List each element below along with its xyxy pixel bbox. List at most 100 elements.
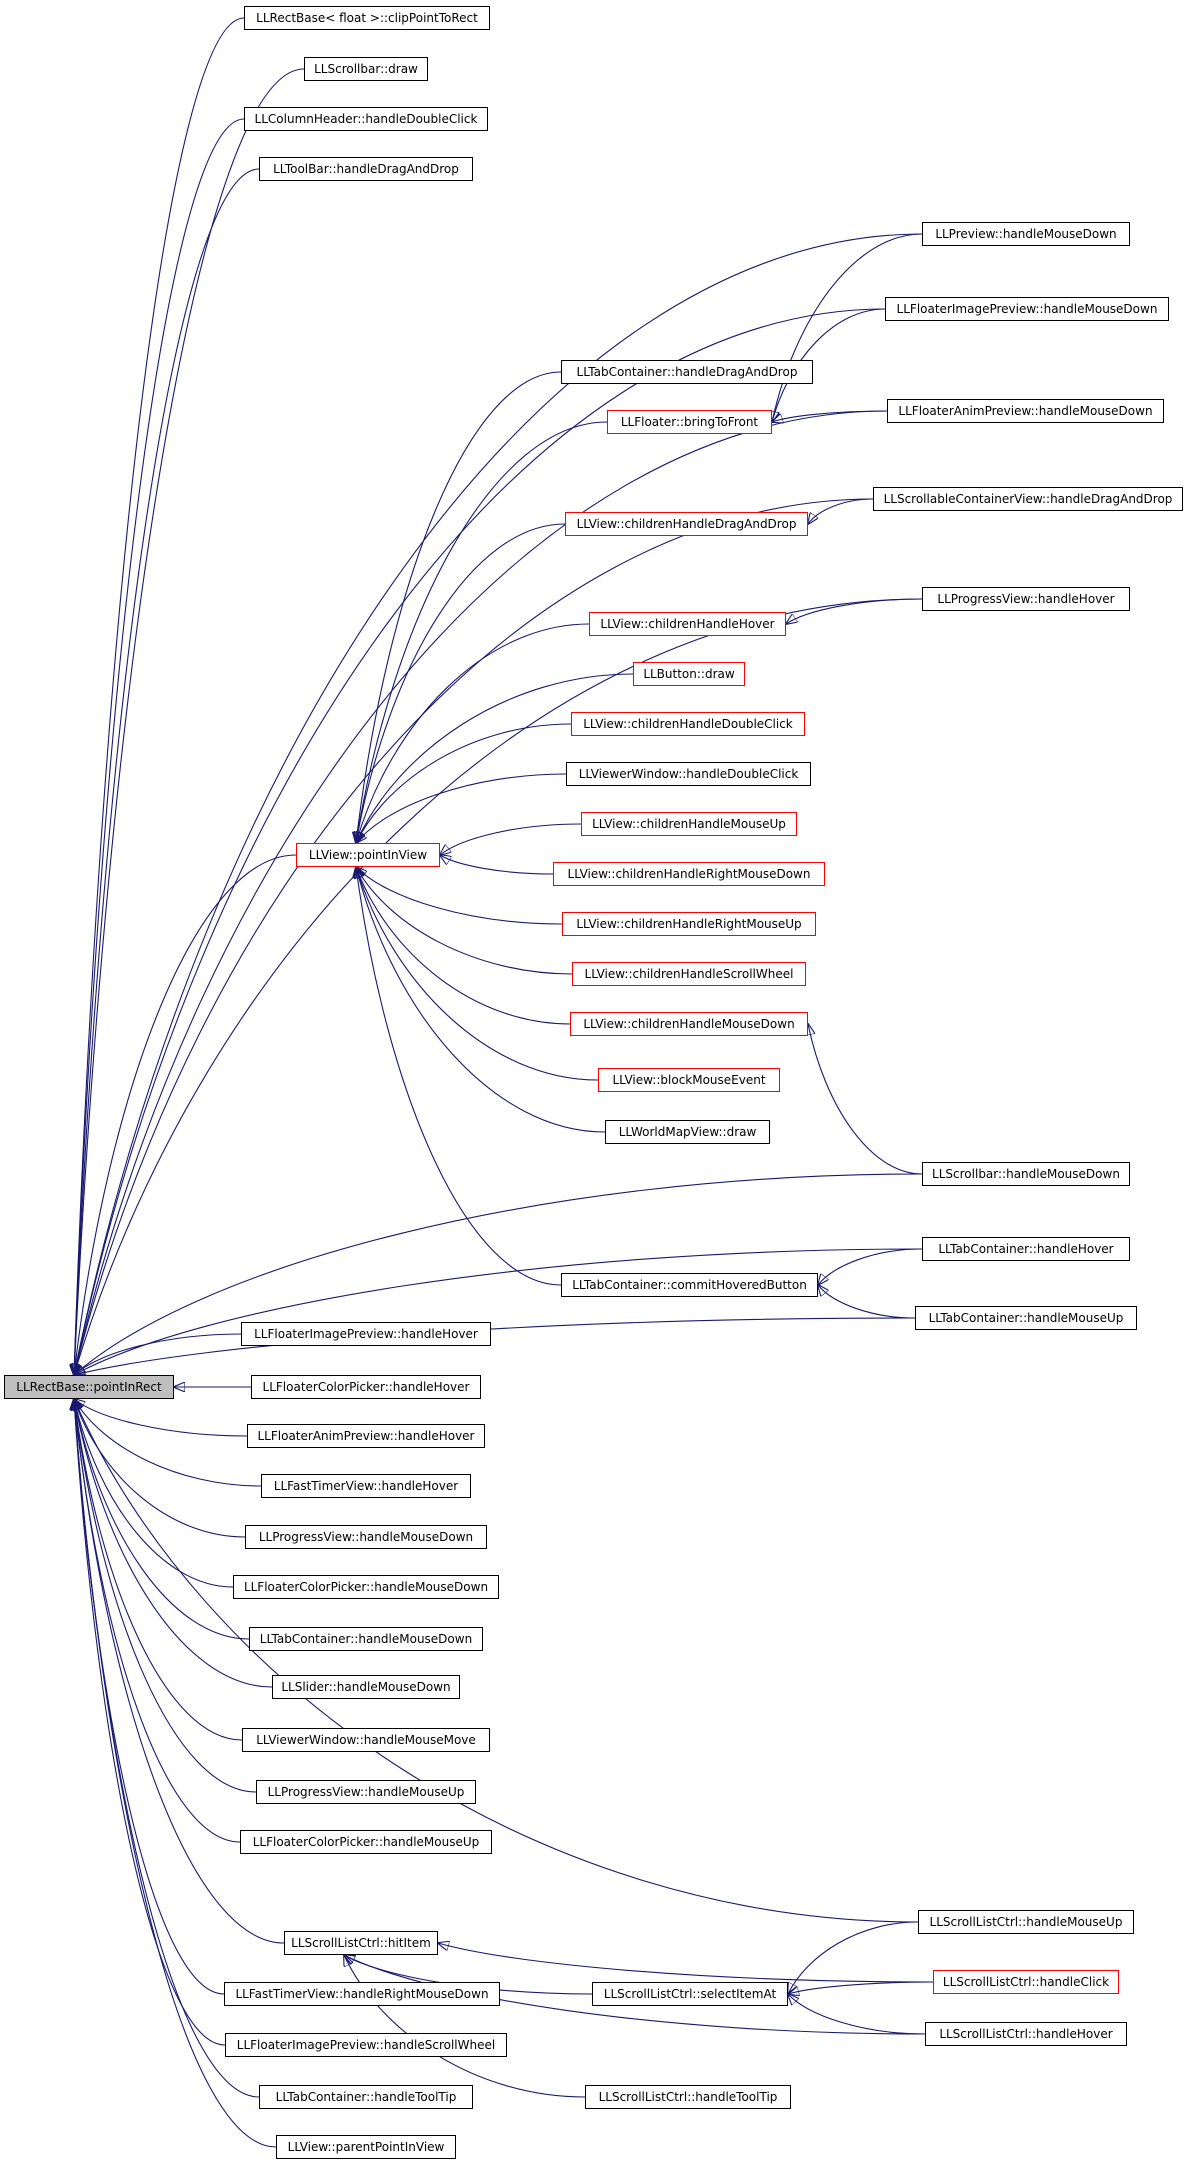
edge-n5-to-n8 xyxy=(772,233,923,422)
node-scrolllistctrl-handlehover[interactable]: LLScrollListCtrl::handleHover xyxy=(925,2022,1127,2046)
node-scrolllistctrl-handletooltip[interactable]: LLScrollListCtrl::handleToolTip xyxy=(585,2085,791,2109)
node-view-childrenhandledraganddrop[interactable]: LLView::childrenHandleDragAndDrop xyxy=(565,512,808,536)
node-view-childrenhandledoubleclick[interactable]: LLView::childrenHandleDoubleClick xyxy=(571,712,805,736)
node-scrolllistctrl-handleclick[interactable]: LLScrollListCtrl::handleClick xyxy=(933,1970,1119,1994)
edge-n20-to-n18 xyxy=(356,867,563,925)
edge-n49-to-root xyxy=(74,1399,277,2148)
node-floater-bringtofront[interactable]: LLFloater::bringToFront xyxy=(607,410,772,434)
edge-n25-to-root xyxy=(74,1173,923,1375)
edge-n23-to-n18 xyxy=(356,867,599,1081)
node-button-draw[interactable]: LLButton::draw xyxy=(633,662,745,686)
edge-n1-to-root xyxy=(74,17,245,1375)
node-rectbase-clippointtorect[interactable]: LLRectBase< float >::clipPointToRect xyxy=(244,6,490,30)
node-progressview-handlemouseup[interactable]: LLProgressView::handleMouseUp xyxy=(256,1780,476,1804)
edge-n24-to-n18 xyxy=(356,867,606,1133)
node-view-childrenhandlemouseup[interactable]: LLView::childrenHandleMouseUp xyxy=(581,812,797,836)
node-view-parentpointinview[interactable]: LLView::parentPointInView xyxy=(276,2135,456,2159)
edge-n27-to-n18 xyxy=(356,867,562,1286)
node-tabcontainer-handlehover[interactable]: LLTabContainer::handleHover xyxy=(922,1237,1130,1261)
edge-n9-to-root xyxy=(74,410,888,1375)
node-view-childrenhandlerightmouseup[interactable]: LLView::childrenHandleRightMouseUp xyxy=(562,912,816,936)
edge-n5-to-root xyxy=(74,233,923,1375)
edge-n8-to-n18 xyxy=(356,421,608,843)
edge-n7-to-n18 xyxy=(356,371,562,843)
node-progressview-handlemousedown[interactable]: LLProgressView::handleMouseDown xyxy=(245,1525,487,1549)
node-preview-handlemousedown[interactable]: LLPreview::handleMouseDown xyxy=(922,222,1130,246)
node-fasttimerview-handlehover[interactable]: LLFastTimerView::handleHover xyxy=(261,1474,471,1498)
edge-n3-to-root xyxy=(74,118,245,1375)
node-floatercolorpicker-handlemouseup[interactable]: LLFloaterColorPicker::handleMouseUp xyxy=(240,1830,492,1854)
node-rectbase-pointinrect[interactable]: LLRectBase::pointInRect xyxy=(4,1375,174,1399)
edge-n26-to-n27 xyxy=(818,1248,923,1285)
edge-n38-to-root xyxy=(74,1399,257,1793)
node-view-childrenhandlehover[interactable]: LLView::childrenHandleHover xyxy=(589,612,786,636)
node-scrollbar-handlemousedown[interactable]: LLScrollbar::handleMouseDown xyxy=(922,1162,1130,1186)
edge-n19-to-n18 xyxy=(440,855,554,875)
edge-n14-to-n18 xyxy=(356,673,634,843)
node-scrolllistctrl-selectitemat[interactable]: LLScrollListCtrl::selectItemAt xyxy=(592,1982,788,2006)
edge-n6-to-root xyxy=(74,308,886,1375)
edge-n40-to-n44 xyxy=(788,1921,919,1994)
node-fasttimerview-handlerightmousedown[interactable]: LLFastTimerView::handleRightMouseDown xyxy=(224,1982,500,2006)
edge-n2-to-root xyxy=(74,68,305,1375)
edge-n32-to-root xyxy=(74,1399,262,1487)
edge-n36-to-root xyxy=(74,1399,273,1688)
node-viewerwindow-handlemousemove[interactable]: LLViewerWindow::handleMouseMove xyxy=(242,1728,490,1752)
node-floaterimagepreview-handlehover[interactable]: LLFloaterImagePreview::handleHover xyxy=(241,1322,491,1346)
node-floaterimagepreview-handlescrollwheel[interactable]: LLFloaterImagePreview::handleScrollWheel xyxy=(225,2033,507,2057)
edge-n12-to-n13 xyxy=(786,598,923,624)
edge-n10-to-n11 xyxy=(808,498,874,524)
edge-n25-to-n22 xyxy=(808,1024,923,1175)
edge-n17-to-n18 xyxy=(440,823,582,855)
edge-n42-to-n44 xyxy=(788,1981,934,1994)
edge-n33-to-root xyxy=(74,1399,246,1538)
node-floateranimpreview-handlehover[interactable]: LLFloaterAnimPreview::handleHover xyxy=(247,1424,485,1448)
node-view-childrenhandlemousedown[interactable]: LLView::childrenHandleMouseDown xyxy=(570,1012,808,1036)
node-scrolllistctrl-hititem[interactable]: LLScrollListCtrl::hitItem xyxy=(284,1931,438,1955)
edge-n37-to-root xyxy=(74,1399,243,1741)
node-worldmapview-draw[interactable]: LLWorldMapView::draw xyxy=(605,1120,770,1144)
node-floatercolorpicker-handlemousedown[interactable]: LLFloaterColorPicker::handleMouseDown xyxy=(233,1575,499,1599)
edge-n31-to-root xyxy=(74,1399,248,1437)
node-tabcontainer-handlemouseup[interactable]: LLTabContainer::handleMouseUp xyxy=(915,1306,1137,1330)
node-scrolllistctrl-handlemouseup[interactable]: LLScrollListCtrl::handleMouseUp xyxy=(918,1910,1134,1934)
node-tabcontainer-handletooltip[interactable]: LLTabContainer::handleToolTip xyxy=(259,2085,473,2109)
node-floatercolorpicker-handlehover[interactable]: LLFloaterColorPicker::handleHover xyxy=(251,1375,481,1399)
edge-n42-to-n41 xyxy=(438,1943,934,1983)
node-slider-handlemousedown[interactable]: LLSlider::handleMouseDown xyxy=(272,1675,460,1699)
edge-n41-to-root xyxy=(74,1399,285,1944)
node-floaterimagepreview-handlemousedown[interactable]: LLFloaterImagePreview::handleMouseDown xyxy=(885,297,1169,321)
node-tabcontainer-handledraganddrop[interactable]: LLTabContainer::handleDragAndDrop xyxy=(561,360,813,384)
node-viewerwindow-handledoubleclick[interactable]: LLViewerWindow::handleDoubleClick xyxy=(566,762,811,786)
edge-n40-to-root xyxy=(74,1399,919,1923)
edge-n21-to-n18 xyxy=(356,867,573,975)
edge-n15-to-n18 xyxy=(356,723,572,843)
edge-n6-to-n8 xyxy=(772,308,886,422)
edge-n34-to-root xyxy=(74,1399,234,1588)
edge-n13-to-n18 xyxy=(356,623,590,843)
node-scrollbar-draw[interactable]: LLScrollbar::draw xyxy=(304,57,428,81)
node-view-pointinview[interactable]: LLView::pointInView xyxy=(296,843,440,867)
edge-n16-to-n18 xyxy=(356,773,567,843)
edge-n28-to-n27 xyxy=(818,1285,916,1319)
node-tabcontainer-commithoveredbutton[interactable]: LLTabContainer::commitHoveredButton xyxy=(561,1273,818,1297)
edge-n18-to-root xyxy=(74,854,297,1375)
edge-n9-to-n8 xyxy=(772,410,888,422)
node-progressview-handlehover[interactable]: LLProgressView::handleHover xyxy=(922,587,1130,611)
node-view-childrenhandlescrollwheel[interactable]: LLView::childrenHandleScrollWheel xyxy=(572,962,806,986)
node-columnheader-handledoubleclick[interactable]: LLColumnHeader::handleDoubleClick xyxy=(244,107,488,131)
node-scrollablecontainerview-handledraganddrop[interactable]: LLScrollableContainerView::handleDragAnd… xyxy=(873,487,1183,511)
edge-n22-to-n18 xyxy=(356,867,571,1025)
node-view-childrenhandlerightmousedown[interactable]: LLView::childrenHandleRightMouseDown xyxy=(553,862,825,886)
edge-n11-to-n18 xyxy=(356,523,566,843)
node-view-blockmouseevent[interactable]: LLView::blockMouseEvent xyxy=(598,1068,780,1092)
node-floateranimpreview-handlemousedown[interactable]: LLFloaterAnimPreview::handleMouseDown xyxy=(887,399,1164,423)
edge-n26-to-root xyxy=(74,1248,923,1375)
edge-n45-to-n44 xyxy=(788,1994,926,2035)
node-toolbar-handledraganddrop[interactable]: LLToolBar::handleDragAndDrop xyxy=(259,157,473,181)
edge-n46-to-root xyxy=(74,1399,226,2046)
edge-n35-to-root xyxy=(74,1399,250,1640)
node-tabcontainer-handlemousedown[interactable]: LLTabContainer::handleMouseDown xyxy=(249,1627,483,1651)
